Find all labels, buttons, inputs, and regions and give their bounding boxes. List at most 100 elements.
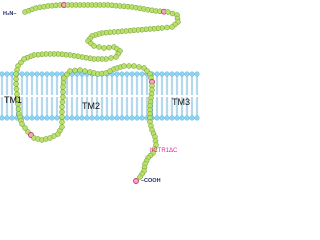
lipid-head bbox=[4, 115, 10, 121]
residue bbox=[96, 44, 102, 50]
lipid-head bbox=[174, 115, 180, 121]
lipid-head bbox=[94, 115, 100, 121]
lipid-head bbox=[159, 115, 165, 121]
residue bbox=[82, 68, 88, 74]
lipid-head bbox=[104, 115, 110, 121]
lipid-head bbox=[159, 71, 165, 77]
lipid-head bbox=[124, 115, 130, 121]
residue bbox=[59, 109, 65, 115]
lipid-head bbox=[0, 71, 5, 77]
lipid-head bbox=[139, 71, 145, 77]
residue bbox=[101, 45, 107, 51]
residue bbox=[106, 44, 112, 51]
residue bbox=[13, 76, 19, 82]
lipid-head bbox=[184, 71, 190, 77]
residue bbox=[59, 114, 65, 120]
variant-label: hCTR1ΔC bbox=[150, 148, 178, 154]
residue bbox=[113, 54, 119, 60]
lipid-head bbox=[49, 115, 55, 121]
peptide-chain bbox=[13, 2, 181, 184]
lipid-head bbox=[99, 115, 105, 121]
lipid-head bbox=[114, 115, 120, 121]
lipid-head bbox=[79, 115, 85, 121]
residue bbox=[22, 125, 28, 131]
residue bbox=[61, 75, 67, 81]
lipid-head bbox=[54, 115, 60, 121]
residue bbox=[137, 174, 143, 180]
lipid-head bbox=[124, 71, 130, 77]
lipid-head bbox=[24, 71, 30, 77]
residue bbox=[164, 24, 170, 31]
residue bbox=[59, 104, 65, 110]
lipid-head bbox=[29, 71, 35, 77]
lipid-head bbox=[69, 115, 75, 121]
topology-svg bbox=[0, 2, 200, 184]
residue bbox=[91, 43, 97, 49]
residue bbox=[60, 84, 66, 90]
residue bbox=[59, 99, 66, 105]
residue bbox=[136, 64, 142, 70]
residue bbox=[169, 24, 175, 30]
highlighted-residue bbox=[133, 178, 139, 184]
lipid-head bbox=[74, 115, 80, 121]
residue bbox=[21, 56, 27, 62]
lipid-head bbox=[44, 71, 50, 77]
lipid-head bbox=[114, 71, 120, 77]
lipid-head bbox=[194, 71, 200, 77]
residue bbox=[59, 124, 65, 130]
lipid-bilayer bbox=[0, 71, 200, 121]
lipid-head bbox=[49, 71, 55, 77]
lipid-head bbox=[39, 71, 45, 77]
residue bbox=[18, 59, 24, 66]
residue bbox=[77, 67, 83, 73]
lipid-head bbox=[189, 71, 195, 77]
tm1-label: TM1 bbox=[4, 95, 22, 105]
residue bbox=[108, 55, 114, 61]
lipid-head bbox=[129, 115, 135, 121]
tm2-label: TM2 bbox=[82, 101, 100, 111]
protein-topology-diagram: H₂N– –COOH TM1 TM2 TM3 hCTR1ΔC bbox=[0, 0, 201, 189]
residue bbox=[19, 121, 25, 127]
lipid-head bbox=[119, 115, 125, 121]
residue bbox=[64, 71, 70, 78]
residue bbox=[67, 68, 73, 74]
residue bbox=[126, 63, 132, 69]
lipid-head bbox=[84, 115, 90, 121]
residue bbox=[13, 71, 19, 77]
lipid-head bbox=[154, 71, 160, 77]
lipid-head bbox=[129, 71, 135, 77]
residue bbox=[15, 106, 22, 112]
lipid-head bbox=[9, 115, 15, 121]
lipid-head bbox=[4, 71, 10, 77]
c-terminus-label: –COOH bbox=[141, 178, 161, 184]
lipid-head bbox=[34, 115, 40, 121]
residue bbox=[169, 10, 176, 17]
lipid-head bbox=[139, 115, 145, 121]
lipid-head bbox=[134, 71, 140, 77]
lipid-head bbox=[109, 115, 115, 121]
lipid-head bbox=[29, 115, 35, 121]
residue bbox=[13, 81, 19, 87]
lipid-head bbox=[44, 115, 50, 121]
lipid-head bbox=[184, 115, 190, 121]
lipid-head bbox=[179, 115, 185, 121]
residue bbox=[60, 94, 66, 100]
lipid-head bbox=[164, 71, 170, 77]
residue bbox=[72, 67, 78, 74]
tm3-label: TM3 bbox=[172, 97, 190, 107]
lipid-head bbox=[134, 115, 140, 121]
lipid-head bbox=[169, 115, 175, 121]
lipid-head bbox=[54, 71, 60, 77]
lipid-head bbox=[64, 115, 70, 121]
residue bbox=[60, 89, 66, 95]
lipid-head bbox=[174, 71, 180, 77]
lipid-head bbox=[89, 115, 95, 121]
residue bbox=[131, 63, 137, 69]
lipid-head bbox=[34, 71, 40, 77]
residue bbox=[121, 63, 127, 69]
lipid-head bbox=[24, 115, 30, 121]
lipid-head bbox=[39, 115, 45, 121]
lipid-head bbox=[169, 71, 175, 77]
n-terminus-label: H₂N– bbox=[3, 11, 17, 17]
lipid-head bbox=[154, 115, 160, 121]
